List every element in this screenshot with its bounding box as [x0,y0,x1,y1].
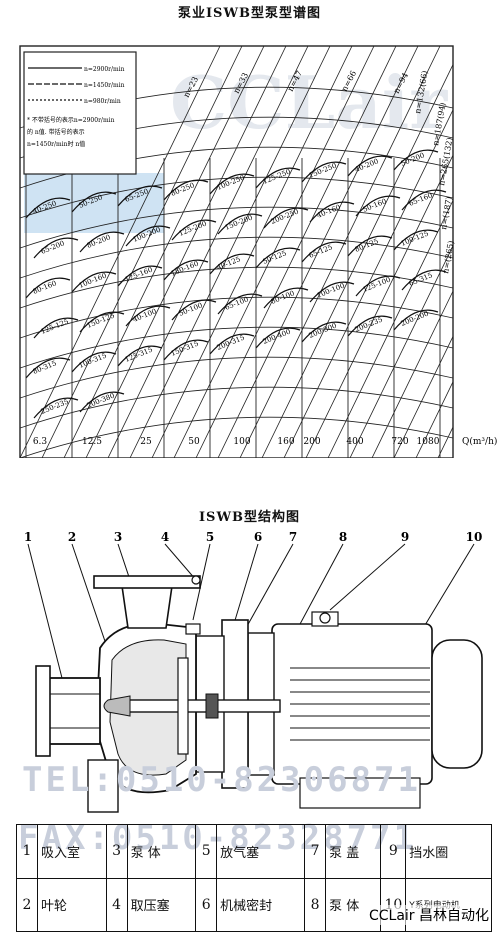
x-tick-label: 6.3 [33,437,48,447]
x-tick-label: 50 [188,437,200,447]
part-num: 7 [304,824,327,879]
structure-title: ISWB型结构图 [198,510,301,525]
callout-number: 6 [254,530,262,544]
callout-number: 1 [24,530,32,544]
brand-label: CCLair 昌林自动化 [368,905,489,925]
callout-number: 2 [68,530,76,544]
callout-numbers: 1 2 3 4 5 6 7 8 9 10 [24,530,483,544]
x-axis: 6.3 12.5 25 50 100 160 200 400 720 1080 [33,437,440,447]
part-name: 机械密封 [216,877,306,932]
part-name: 泵 体 [126,824,197,879]
x-tick-label: 160 [277,437,294,447]
part-num: 6 [195,877,218,932]
callout-number: 9 [401,530,409,544]
callout-number: 10 [466,530,483,544]
watermark-cclair: CCLair [170,60,448,145]
legend: n=2900r/min n=1450r/min n=980r/min * 不带括… [23,51,137,175]
parts-table: 1 吸入室 3 泵 体 5 放气塞 7 泵 盖 9 挡水圈 2 叶轮 4 取压塞… [16,824,492,932]
callout-number: 4 [161,530,169,544]
callout-number: 7 [289,530,297,544]
x-tick-label: 1080 [417,437,440,447]
part-num: 4 [105,877,128,932]
legend-line-3: n=980r/min [84,98,121,105]
part-num: 8 [304,877,327,932]
legend-note-1: * 不带括号的表示n=2900r/min [27,116,115,124]
legend-line-2: n=1450r/min [84,82,125,89]
part-num: 3 [105,824,128,879]
part-name: 挡水圈 [405,824,492,879]
bolts [185,575,201,635]
x-tick-label: 12.5 [82,437,102,447]
watermark-tel: TEL:0510-82306871 [22,760,421,800]
part-num: 9 [380,824,407,879]
callout-number: 8 [339,530,347,544]
x-axis-label: Q(m³/h) [462,436,497,447]
legend-line-1: n=2900r/min [84,66,125,73]
part-name: 吸入室 [37,824,107,879]
motor [247,611,483,809]
x-tick-label: 100 [233,437,250,447]
part-num: 5 [195,824,218,879]
x-tick-label: 200 [303,437,320,447]
part-num: 2 [16,877,38,932]
part-name: 叶轮 [37,877,107,932]
legend-note-2: 的 n值. 带括号的表示 [27,128,85,136]
x-tick-label: 720 [391,437,408,447]
highlight-region [24,173,164,233]
legend-note-3: n=1450r/min时 n值 [27,140,85,148]
part-num: 1 [16,824,38,879]
part-name: 取压塞 [126,877,197,932]
x-tick-label: 400 [346,437,363,447]
callout-number: 3 [114,530,122,544]
spectrum-title: 泵业ISWB型泵型谱图 [177,6,322,21]
pump-structure-drawing: 1 2 3 4 5 6 7 8 9 10 [24,530,483,813]
part-name: 泵 盖 [325,824,382,879]
shaft-impeller [103,657,281,755]
callout-number: 5 [206,530,214,544]
part-name: 放气塞 [216,824,306,879]
x-tick-label: 25 [140,437,152,447]
